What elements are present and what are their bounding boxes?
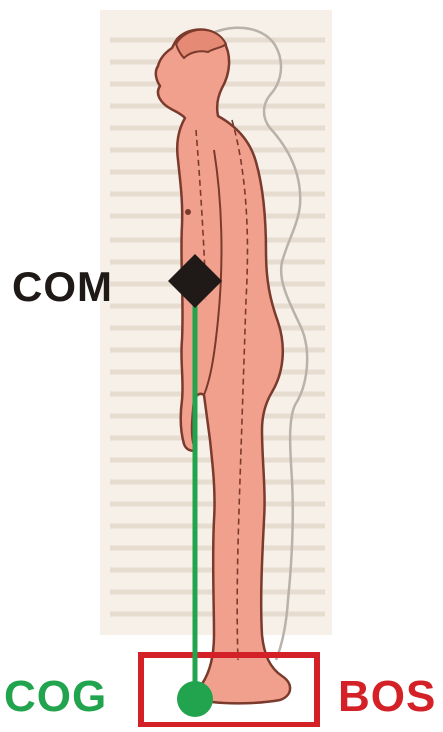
bos-label: BOS: [338, 675, 436, 719]
nipple-mark: [185, 209, 191, 215]
cog-label: COG: [4, 675, 107, 719]
com-label: COM: [12, 266, 113, 308]
cog-circle-icon: [177, 681, 213, 717]
